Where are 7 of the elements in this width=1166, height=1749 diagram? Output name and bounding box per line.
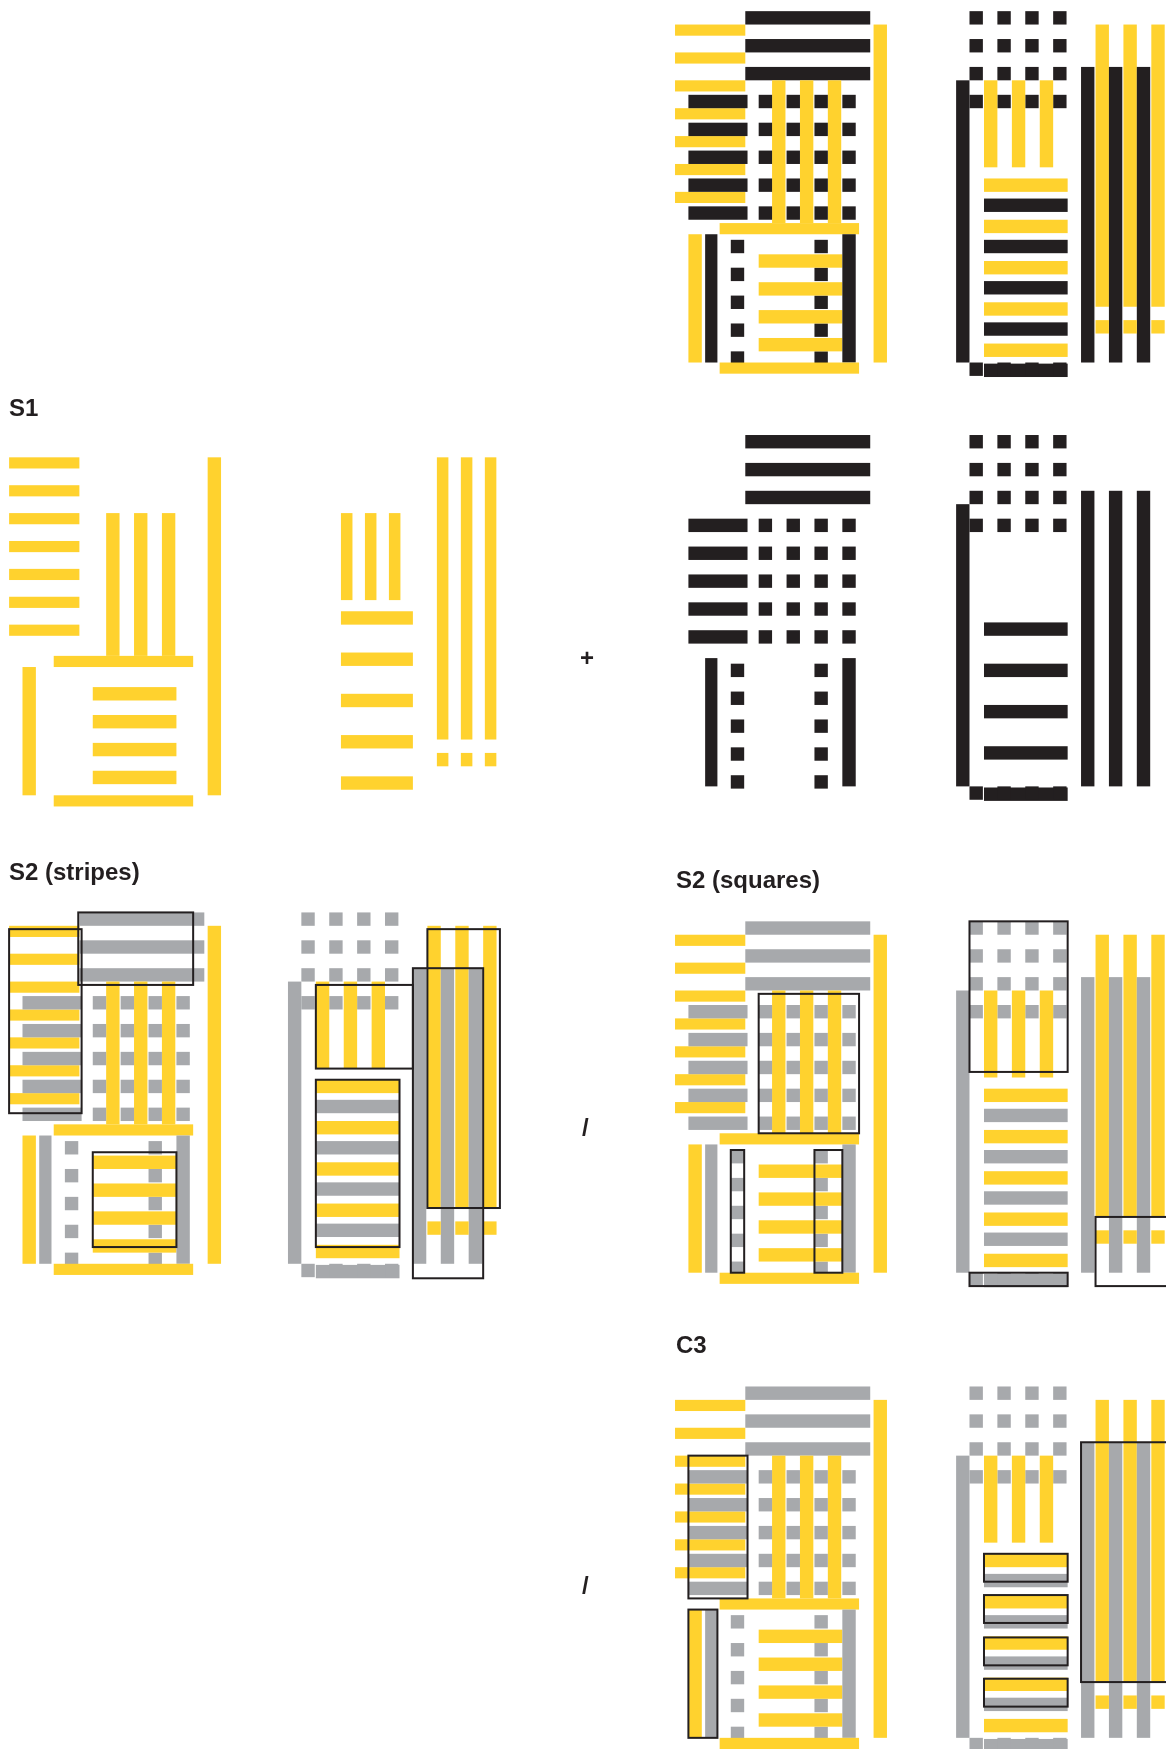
group-label: S2 (stripes): [9, 860, 140, 884]
group-label: S1: [9, 396, 39, 420]
slash-sign: /: [582, 1574, 589, 1598]
group-label: C3: [676, 1333, 707, 1357]
slash-sign: /: [582, 1116, 589, 1140]
plus-sign: +: [580, 646, 594, 670]
group-label: S2 (squares): [676, 868, 821, 892]
